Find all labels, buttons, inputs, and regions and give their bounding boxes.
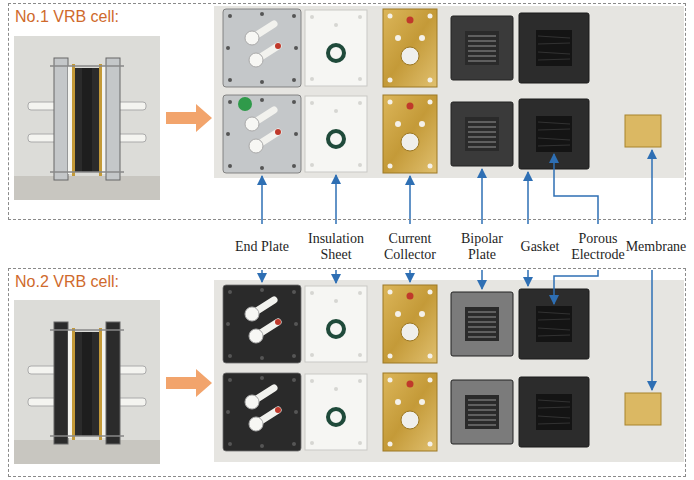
part-label: Porous Electrode — [566, 231, 630, 263]
photo-ground — [214, 6, 684, 178]
dashed-group-box: No.2 VRB cell: — [8, 268, 686, 477]
part-label: Insulation Sheet — [300, 231, 372, 263]
part-label: Bipolar Plate — [451, 231, 513, 263]
photo-ground — [214, 280, 684, 462]
part-label: Gasket — [514, 239, 566, 255]
group-heading: No.2 VRB cell: — [15, 273, 119, 291]
leader-lines — [262, 150, 652, 390]
dashed-group-box: No.1 VRB cell: — [8, 3, 686, 220]
part-label: Current Collector — [375, 231, 445, 263]
part-label: Membrane — [623, 239, 689, 255]
group-heading: No.1 VRB cell: — [15, 8, 119, 26]
part-label: End Plate — [217, 239, 307, 255]
